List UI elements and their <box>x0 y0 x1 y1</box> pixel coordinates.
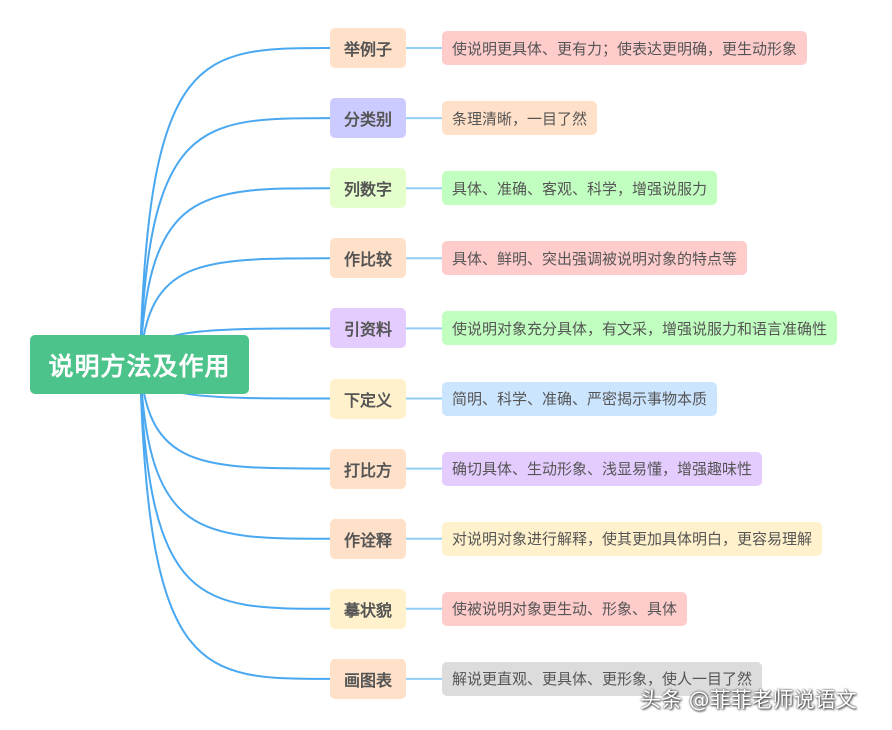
branch-link <box>139 363 331 610</box>
root-node[interactable]: 说明方法及作用 <box>30 335 249 394</box>
detail-node[interactable]: 简明、科学、准确、严密揭示事物本质 <box>442 381 718 416</box>
branch-node[interactable]: 作诠释 <box>330 518 406 559</box>
detail-node[interactable]: 对说明对象进行解释，使其更加具体明白，更容易理解 <box>442 521 823 556</box>
branch-link <box>139 363 331 470</box>
detail-node[interactable]: 具体、鲜明、突出强调被说明对象的特点等 <box>442 241 748 276</box>
detail-node[interactable]: 解说更直观、更具体、更形象，使人一目了然 <box>442 661 763 696</box>
branch-link <box>139 187 331 365</box>
branch-node[interactable]: 作比较 <box>330 238 406 279</box>
branch-link <box>139 363 331 540</box>
branch-link <box>139 47 331 365</box>
branch-node[interactable]: 引资料 <box>330 308 406 349</box>
branch-node[interactable]: 举例子 <box>330 28 406 68</box>
branch-link <box>139 257 331 365</box>
watermark: 头条 @菲菲老师说语文 <box>640 688 857 712</box>
detail-node[interactable]: 使被说明对象更生动、形象、具体 <box>442 591 688 626</box>
detail-node[interactable]: 条理清晰，一目了然 <box>442 101 598 136</box>
branch-node[interactable]: 下定义 <box>330 378 406 419</box>
branch-node[interactable]: 打比方 <box>330 448 406 489</box>
branch-node[interactable]: 摹状貌 <box>330 588 406 629</box>
branch-node[interactable]: 分类别 <box>330 98 406 139</box>
detail-node[interactable]: 确切具体、生动形象、浅显易懂，增强趣味性 <box>442 451 763 486</box>
detail-node[interactable]: 使说明对象充分具体，有文采，增强说服力和语言准确性 <box>442 311 838 346</box>
branch-node[interactable]: 画图表 <box>330 658 406 699</box>
branch-node[interactable]: 列数字 <box>330 168 406 209</box>
branch-link <box>139 363 331 680</box>
detail-node[interactable]: 具体、准确、客观、科学，增强说服力 <box>442 171 718 206</box>
branch-link <box>139 117 331 365</box>
detail-node[interactable]: 使说明更具体、更有力；使表达更明确，更生动形象 <box>442 31 808 65</box>
